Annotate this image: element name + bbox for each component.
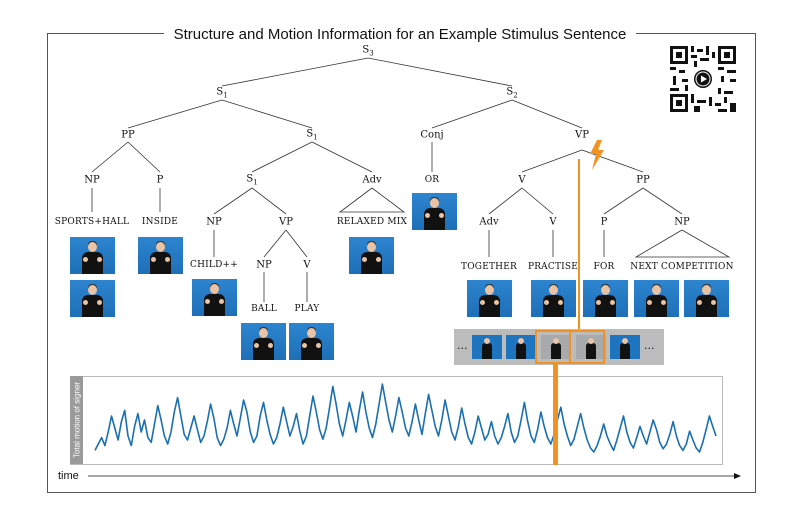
- sign-photo-for: [583, 280, 628, 317]
- motion-trace-line: [94, 383, 717, 453]
- video-filmstrip: ... ...: [454, 329, 664, 365]
- figure-title: Structure and Motion Information for an …: [0, 24, 800, 43]
- filmstrip-ellipsis-left: ...: [457, 339, 468, 352]
- word-child: CHILD++: [190, 260, 238, 270]
- sign-photo-next: [634, 280, 679, 317]
- sign-photo-relaxed-mix: [349, 237, 394, 274]
- filmstrip-frame: [472, 335, 502, 359]
- node-vp-main: VP: [575, 129, 589, 141]
- sign-photo-ball: [241, 323, 286, 360]
- node-adv-relaxed: Adv: [362, 174, 382, 186]
- sign-photo-child: [192, 279, 237, 316]
- word-or: OR: [424, 175, 440, 185]
- node-np-next: NP: [674, 216, 690, 228]
- sign-photo-sports-hall-1: [70, 237, 115, 274]
- word-practise: PRACTISE: [527, 262, 579, 272]
- node-p-inside: P: [156, 174, 164, 186]
- word-together: TOGETHER: [461, 262, 517, 272]
- word-ball: BALL: [251, 304, 277, 314]
- sign-photo-competition: [684, 280, 729, 317]
- filmstrip-frame-highlighted: [541, 335, 571, 359]
- node-vp-inner: VP: [279, 216, 293, 228]
- sign-photo-inside: [138, 237, 183, 274]
- node-conj: Conj: [420, 129, 444, 141]
- node-np-sports: NP: [84, 174, 100, 186]
- word-inside: INSIDE: [141, 217, 179, 227]
- node-np-ball: NP: [256, 259, 272, 271]
- sign-photo-together: [467, 280, 512, 317]
- filmstrip-frame: [506, 335, 536, 359]
- word-sports-hall: SPORTS+HALL: [54, 217, 130, 227]
- node-s1-inner: S1: [246, 173, 258, 187]
- word-play: PLAY: [294, 304, 320, 314]
- node-np-child: NP: [206, 216, 222, 228]
- node-v-right: V: [518, 174, 526, 186]
- qr-code-icon[interactable]: [670, 46, 736, 112]
- highlight-connector-line: [578, 159, 580, 330]
- filmstrip-ellipsis-right: ...: [644, 339, 655, 352]
- sign-photo-play: [289, 323, 334, 360]
- node-s1-mid: S1: [306, 128, 318, 142]
- sign-photo-practise: [531, 280, 576, 317]
- motion-highlight-band: [553, 364, 558, 465]
- time-axis-label: time: [58, 470, 79, 482]
- filmstrip-frame-highlighted: [576, 335, 606, 359]
- sign-photo-sports-hall-2: [70, 280, 115, 317]
- node-pp-right: PP: [636, 174, 650, 186]
- node-s3: S3: [362, 44, 374, 58]
- filmstrip-highlight-divider: [569, 330, 571, 364]
- lightning-icon: [590, 140, 604, 170]
- node-v-practise: V: [549, 216, 557, 228]
- word-for: FOR: [593, 262, 615, 272]
- node-adv-together: Adv: [479, 216, 499, 228]
- node-p-for: P: [600, 216, 608, 228]
- word-relaxed-mix: RELAXED MIX: [336, 217, 408, 227]
- motion-ylabel-bar: [70, 376, 83, 464]
- node-v-play: V: [303, 259, 311, 271]
- node-pp-left: PP: [121, 129, 135, 141]
- node-s1-left: S1: [216, 86, 228, 100]
- node-s2: S2: [506, 86, 518, 100]
- sign-photo-or: [412, 193, 457, 230]
- word-next-competition: NEXT COMPETITION: [630, 262, 734, 272]
- filmstrip-frame: [610, 335, 640, 359]
